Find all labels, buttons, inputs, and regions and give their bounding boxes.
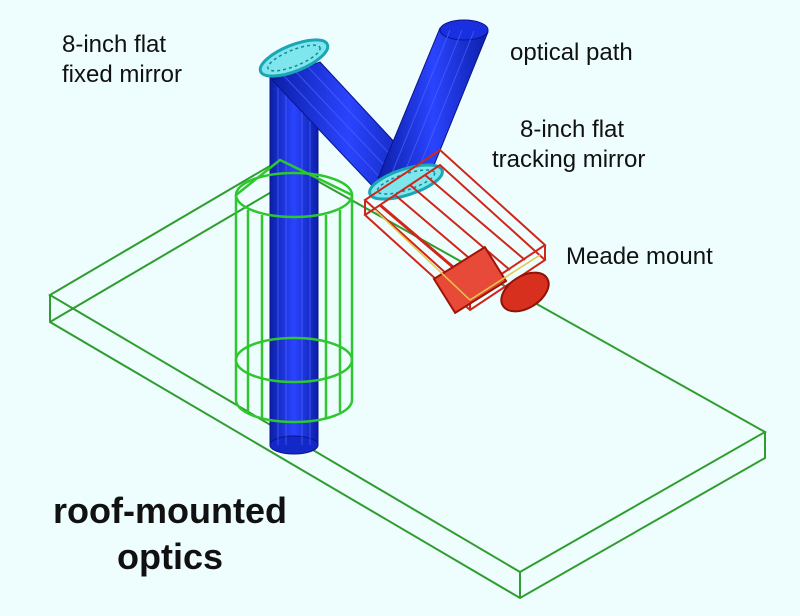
diagram-title: roof-mounted optics	[20, 488, 320, 580]
fixed-mirror	[258, 38, 330, 78]
fixed-mirror-label: 8-inch flat fixed mirror	[62, 30, 182, 90]
fixed-mirror-label-line2: fixed mirror	[62, 61, 183, 88]
tracking-mirror-label: 8-inch flat tracking mirror	[492, 115, 645, 175]
fixed-mirror-label-line1: 8-inch flat	[62, 31, 167, 58]
vertical-optical-beam	[269, 64, 319, 455]
diagram-title-line2: optics	[116, 536, 223, 577]
optical-path-label: optical path	[510, 39, 633, 66]
meade-mount	[363, 148, 550, 315]
tracking-mirror-label-line1: 8-inch flat	[520, 116, 625, 143]
tracking-mirror-label-line2: tracking mirror	[492, 146, 646, 173]
roof-platform	[48, 158, 768, 600]
support-cylinder	[234, 158, 354, 424]
sky-optical-beam	[377, 19, 489, 181]
diagram-title-line1: roof-mounted	[53, 490, 287, 531]
meade-mount-label: Meade mount	[566, 243, 713, 270]
